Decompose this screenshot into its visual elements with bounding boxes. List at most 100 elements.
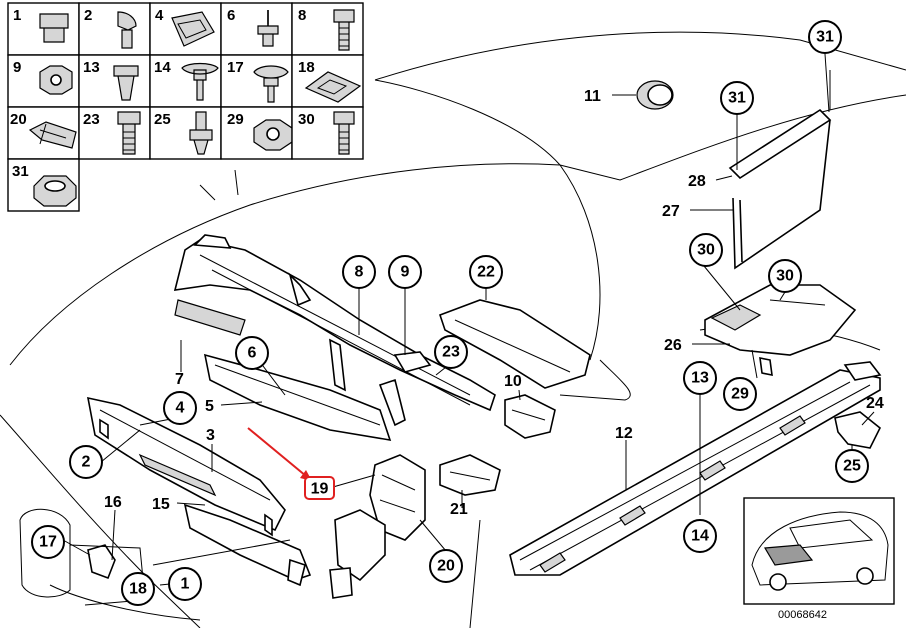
- svg-text:13: 13: [691, 370, 709, 387]
- label-10[interactable]: 10: [504, 373, 522, 390]
- legend-cell-1: 1: [7, 2, 80, 56]
- svg-text:22: 22: [477, 264, 495, 281]
- part-bracket-24: [834, 411, 882, 449]
- part-lower-beam-15: [183, 503, 312, 587]
- svg-text:17: 17: [227, 59, 244, 76]
- fastener-legend: 1 2 4 6 8 9: [7, 2, 364, 212]
- svg-text:9: 9: [401, 264, 410, 281]
- legend-cell-18: 18: [291, 54, 364, 108]
- svg-text:14: 14: [154, 59, 171, 76]
- legend-cell-4: 4: [149, 2, 222, 56]
- label-7[interactable]: 7: [175, 371, 184, 388]
- svg-text:23: 23: [442, 344, 460, 361]
- svg-text:13: 13: [83, 59, 100, 76]
- label-15[interactable]: 15: [152, 496, 170, 513]
- legend-cell-25: 25: [149, 106, 222, 160]
- label-28[interactable]: 28: [688, 173, 706, 190]
- label-11[interactable]: 11: [584, 88, 601, 105]
- callout-13[interactable]: 13: [683, 361, 717, 395]
- legend-cell-17: 17: [220, 54, 293, 108]
- svg-text:6: 6: [248, 345, 257, 362]
- part-bracket-26: [704, 284, 857, 377]
- part-lower-cross-member: [86, 396, 286, 537]
- svg-text:25: 25: [154, 111, 171, 128]
- svg-text:8: 8: [298, 7, 306, 24]
- callout-6[interactable]: 6: [235, 336, 269, 370]
- svg-text:9: 9: [13, 59, 21, 76]
- svg-text:30: 30: [298, 111, 315, 128]
- callout-29[interactable]: 29: [723, 377, 757, 411]
- label-27[interactable]: 27: [662, 203, 680, 220]
- svg-text:20: 20: [10, 111, 27, 128]
- label-16[interactable]: 16: [104, 494, 122, 511]
- legend-cell-23: 23: [78, 106, 151, 160]
- part-rocker-channel: [509, 361, 882, 576]
- callout-30-upper[interactable]: 30: [689, 233, 723, 267]
- legend-cell-13: 13: [78, 54, 151, 108]
- svg-text:17: 17: [39, 534, 57, 551]
- svg-text:19: 19: [311, 481, 329, 498]
- callout-23[interactable]: 23: [434, 335, 468, 369]
- svg-text:31: 31: [12, 163, 29, 180]
- svg-text:30: 30: [697, 242, 715, 259]
- callout-22[interactable]: 22: [469, 255, 503, 289]
- svg-text:6: 6: [227, 7, 235, 24]
- callout-1[interactable]: 1: [168, 567, 202, 601]
- svg-text:2: 2: [84, 7, 92, 24]
- highlighted-label-19[interactable]: 19: [304, 476, 335, 500]
- callout-9[interactable]: 9: [388, 255, 422, 289]
- svg-text:18: 18: [129, 581, 147, 598]
- svg-text:23: 23: [83, 111, 100, 128]
- legend-cell-8: 8: [291, 2, 364, 56]
- svg-text:31: 31: [728, 90, 746, 107]
- svg-text:29: 29: [731, 386, 749, 403]
- legend-cell-2: 2: [78, 2, 151, 56]
- svg-text:4: 4: [155, 7, 164, 24]
- part-bracket-21: [439, 454, 501, 496]
- part-grommet-11: [636, 80, 674, 110]
- callout-31-top-right[interactable]: 31: [808, 20, 842, 54]
- legend-cell-30: 30: [291, 106, 364, 160]
- label-26[interactable]: 26: [664, 337, 682, 354]
- highlight-arrow: [247, 427, 312, 481]
- legend-cell-20: 20: [7, 106, 80, 160]
- legend-cell-29: 29: [220, 106, 293, 160]
- legend-cell-31: 31: [7, 158, 80, 212]
- svg-text:29: 29: [227, 111, 244, 128]
- part-seal-strip: [728, 70, 832, 270]
- label-24[interactable]: 24: [866, 395, 884, 412]
- svg-text:1: 1: [181, 576, 190, 593]
- legend-cell-9: 9: [7, 54, 80, 108]
- callout-2[interactable]: 2: [69, 445, 103, 479]
- part-side-bracket-19: [329, 454, 426, 599]
- callout-18[interactable]: 18: [121, 572, 155, 606]
- legend-cell-6: 6: [220, 2, 293, 56]
- label-12[interactable]: 12: [615, 425, 633, 442]
- part-cover-5: [203, 353, 392, 442]
- callout-17[interactable]: 17: [31, 525, 65, 559]
- callout-20[interactable]: 20: [429, 549, 463, 583]
- plain-labels: 11 28 27 26 7 5 3 10 12 24 15 16 21: [104, 88, 884, 518]
- svg-text:14: 14: [691, 528, 709, 545]
- callout-25[interactable]: 25: [835, 449, 869, 483]
- callout-14[interactable]: 14: [683, 519, 717, 553]
- callout-8[interactable]: 8: [342, 255, 376, 289]
- legend-cell-14: 14: [149, 54, 222, 108]
- svg-text:20: 20: [437, 558, 455, 575]
- leader-lines: [62, 53, 875, 586]
- label-3[interactable]: 3: [206, 427, 215, 444]
- svg-text:8: 8: [355, 264, 364, 281]
- inset-car-thumbnail: [743, 497, 895, 605]
- label-21[interactable]: 21: [450, 501, 468, 518]
- callout-31-mid[interactable]: 31: [720, 81, 754, 115]
- svg-text:4: 4: [176, 400, 185, 417]
- part-plate-22: [438, 299, 591, 389]
- label-5[interactable]: 5: [205, 398, 214, 415]
- diagram-id: 00068642: [778, 609, 827, 621]
- callout-30-right[interactable]: 30: [768, 259, 802, 293]
- callout-4[interactable]: 4: [163, 391, 197, 425]
- svg-text:30: 30: [776, 268, 794, 285]
- svg-text:2: 2: [82, 454, 91, 471]
